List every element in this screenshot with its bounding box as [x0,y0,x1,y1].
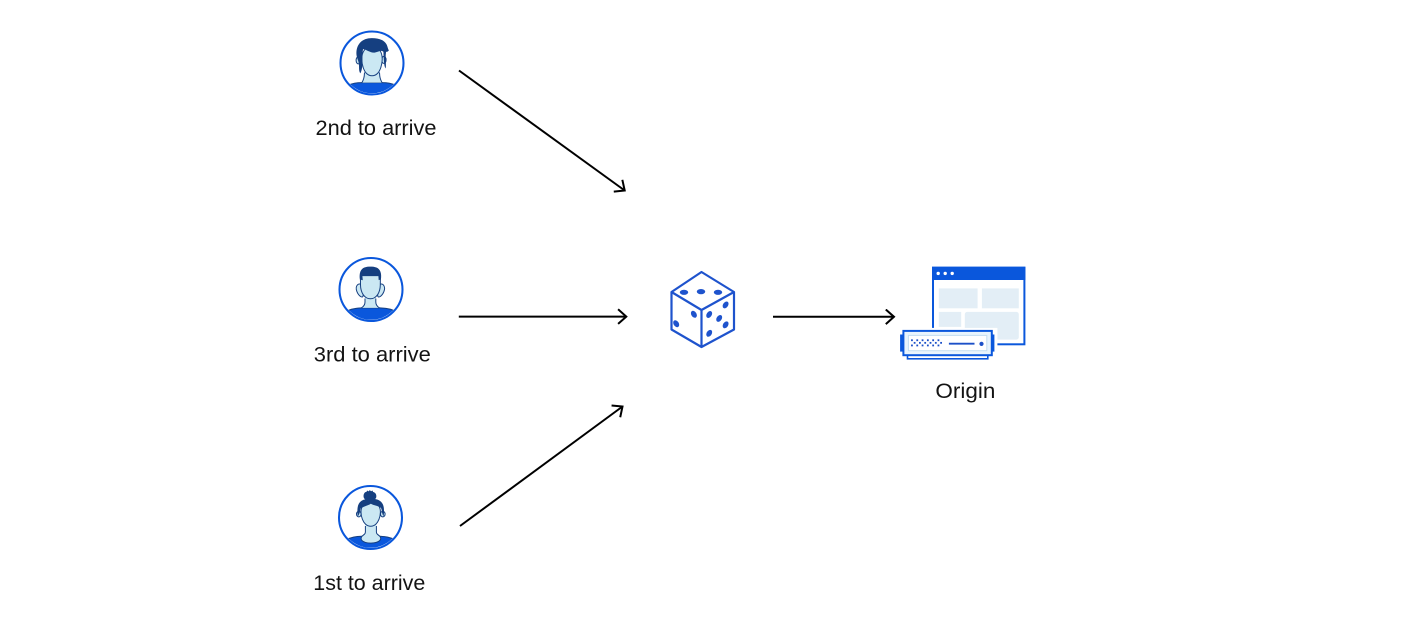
svg-text:2nd to arrive: 2nd to arrive [316,116,437,140]
svg-text:1st to arrive: 1st to arrive [313,571,425,595]
svg-text:Origin: Origin [935,379,995,403]
svg-text:3rd to arrive: 3rd to arrive [314,342,431,366]
